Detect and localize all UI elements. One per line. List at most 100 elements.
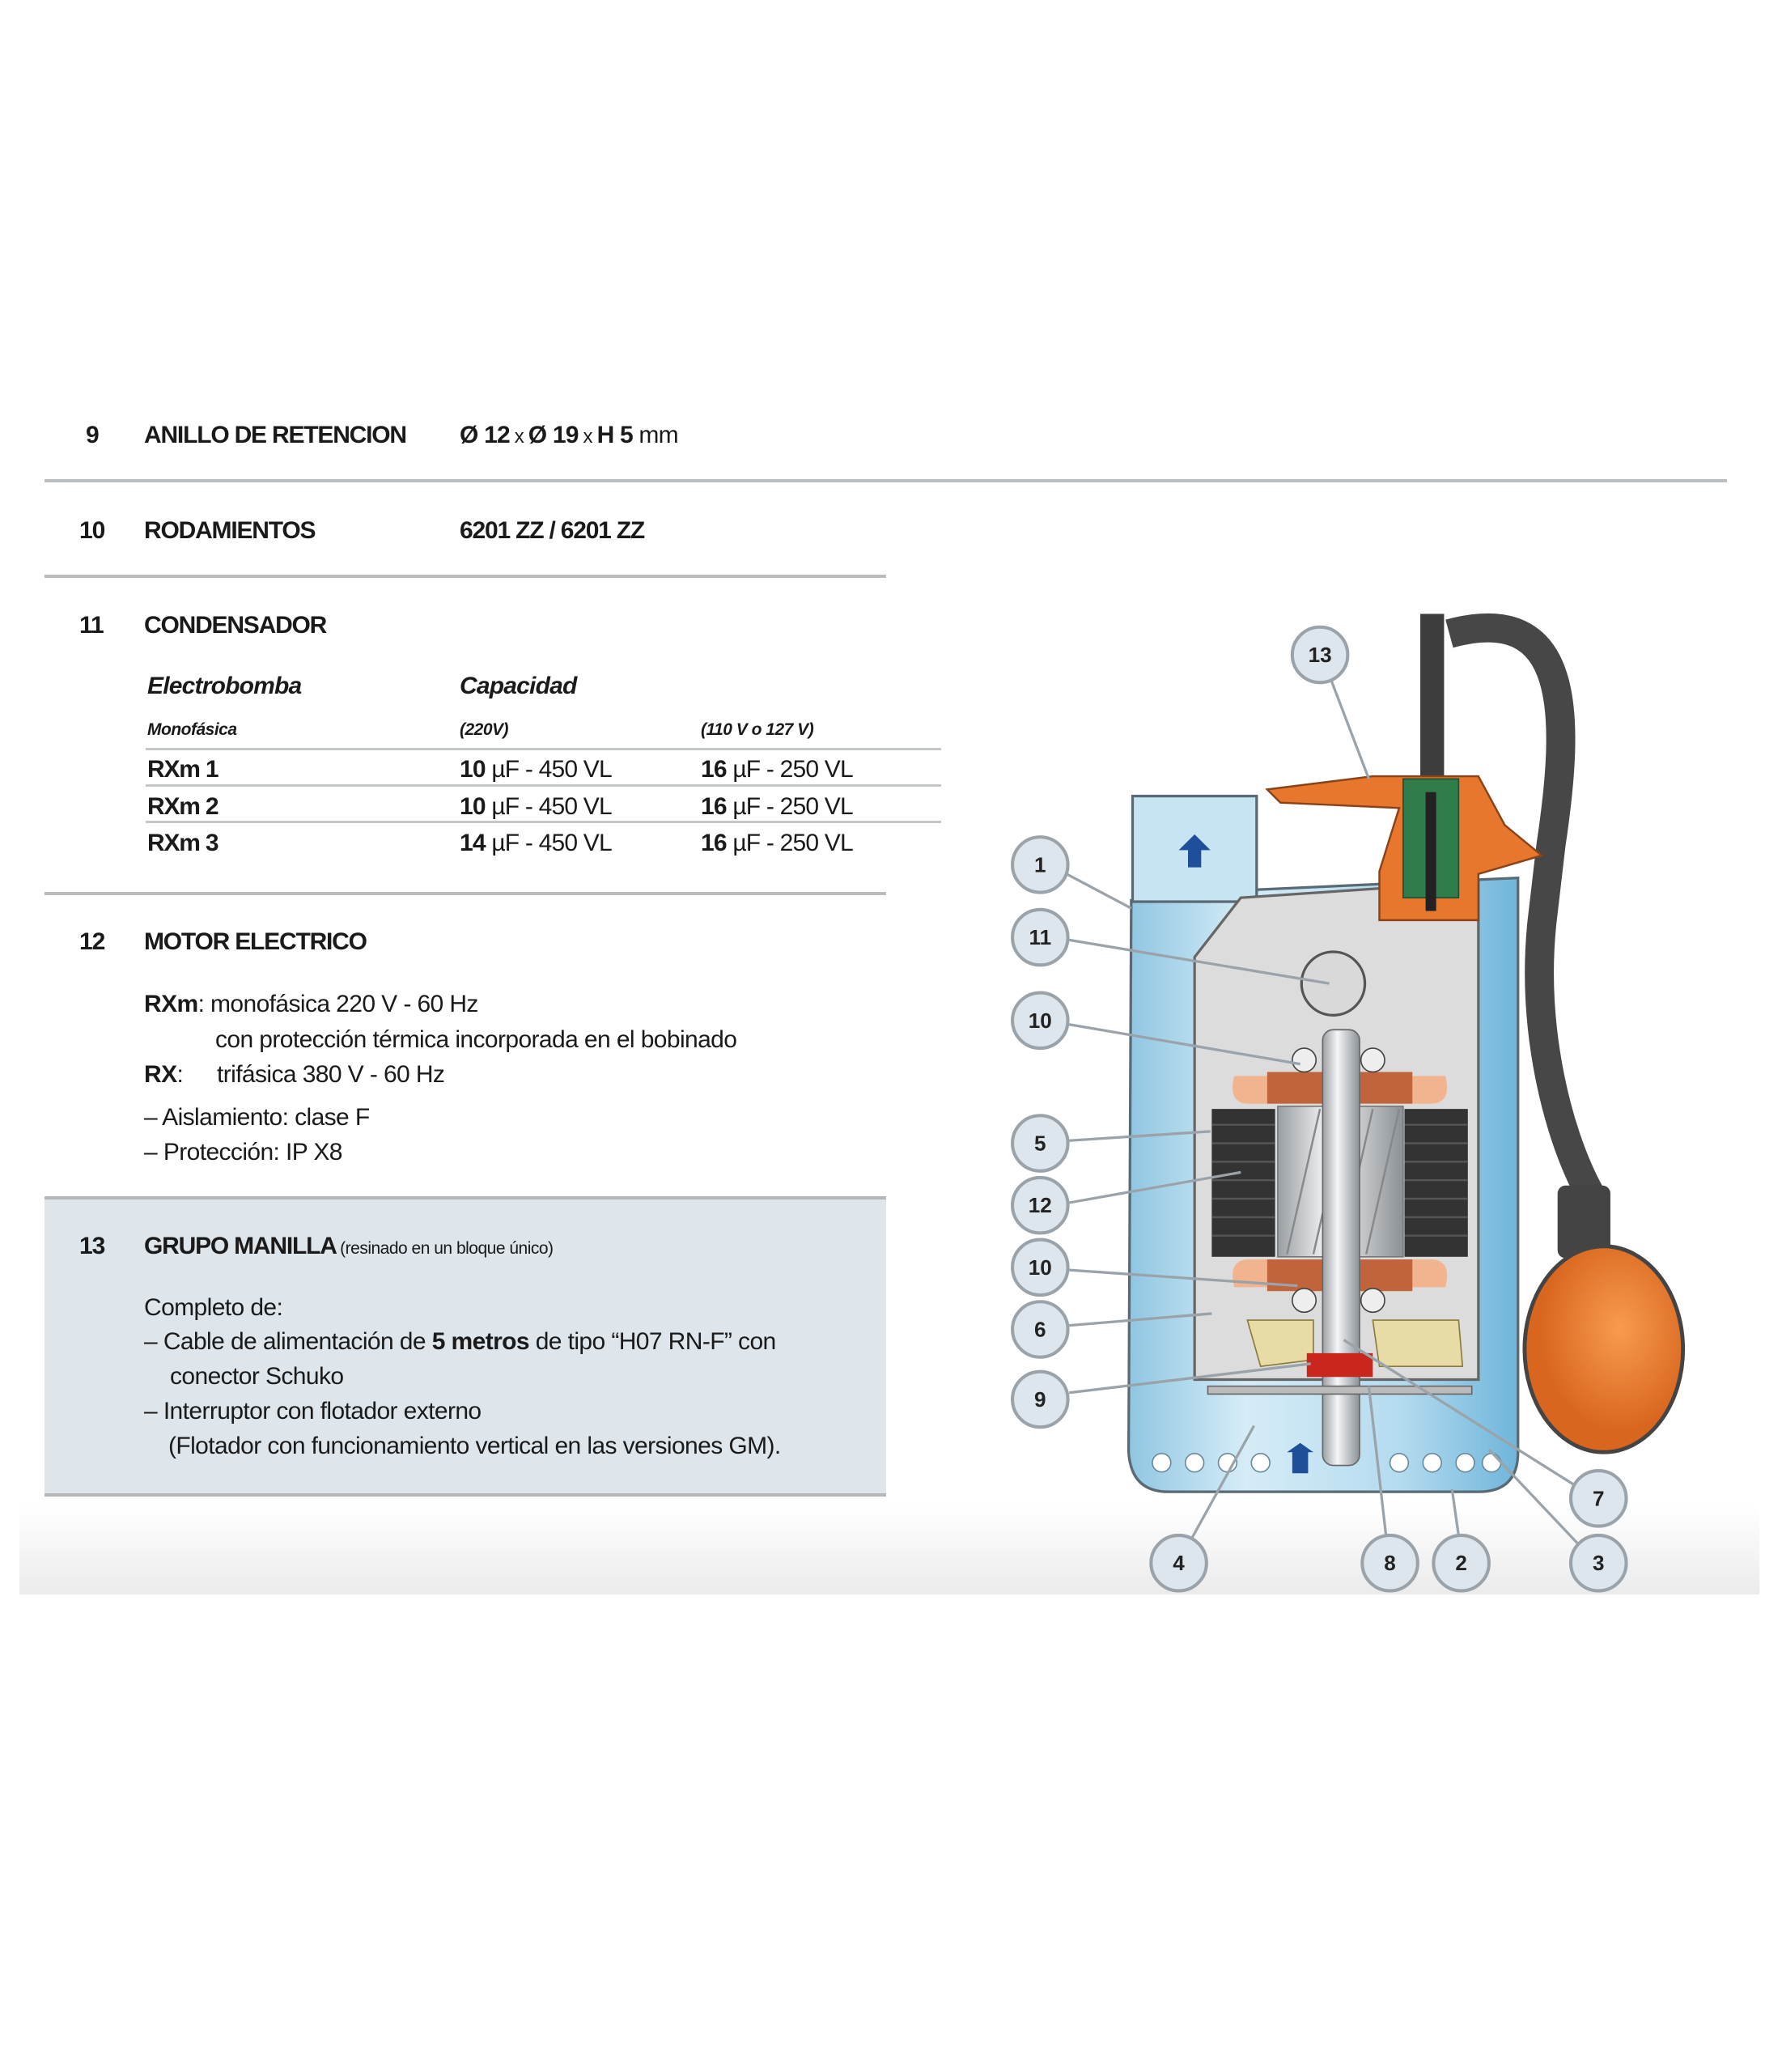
value-part: mm xyxy=(632,422,678,448)
table-divider xyxy=(146,821,941,823)
capacity-number: 10 xyxy=(460,793,486,820)
svg-text:12: 12 xyxy=(1029,1193,1052,1217)
power-cable-hose xyxy=(1445,613,1604,1202)
capacity-220-cell: 14 µF - 450 VL xyxy=(460,830,613,856)
bearing-bottom-left xyxy=(1292,1288,1317,1314)
callout-11: 11 xyxy=(1011,907,1070,967)
svg-text:1: 1 xyxy=(1034,852,1046,877)
bullet: – Protección: IP X8 xyxy=(144,1139,342,1166)
stator-right xyxy=(1404,1109,1468,1257)
callout-1: 1 xyxy=(1011,835,1070,894)
rx-label: RX: xyxy=(144,1061,184,1088)
value-part: x xyxy=(509,426,528,448)
rxm-label: RXm xyxy=(144,991,198,1017)
table-header-capacidad: Capacidad xyxy=(460,673,577,699)
model-cell: RXm 3 xyxy=(147,830,219,856)
item-number: 13 xyxy=(79,1233,105,1259)
svg-text:2: 2 xyxy=(1455,1551,1467,1575)
capacity-unit: µF - 250 VL xyxy=(726,830,853,856)
divider xyxy=(45,892,886,895)
capacity-number: 16 xyxy=(701,830,728,856)
item-number: 10 xyxy=(79,517,105,544)
arrow-up-icon xyxy=(1178,834,1211,868)
divider xyxy=(45,479,1727,482)
float-connector xyxy=(1557,1185,1610,1259)
rxm-line: RXm: monofásica 220 V - 60 Hz xyxy=(144,992,478,1017)
table-header-electrobomba: Electrobomba xyxy=(147,673,302,699)
table-sub-220v: (220V) xyxy=(460,720,509,739)
callout-leaders xyxy=(1066,677,1580,1546)
item-label: RODAMIENTOS xyxy=(144,517,316,544)
callout-4: 4 xyxy=(1149,1533,1208,1593)
rx-label-text: RX xyxy=(144,1061,177,1088)
callout-9: 9 xyxy=(1011,1369,1070,1429)
callout-7: 7 xyxy=(1568,1468,1628,1528)
svg-text:5: 5 xyxy=(1034,1132,1046,1156)
capacity-number: 16 xyxy=(701,793,728,820)
svg-text:9: 9 xyxy=(1034,1387,1046,1412)
rxm-text: : monofásica 220 V - 60 Hz xyxy=(197,991,479,1017)
text: de tipo “H07 RN-F” con xyxy=(528,1328,777,1355)
item-label: GRUPO MANILLA (resinado en un bloque úni… xyxy=(144,1234,554,1259)
rx-text: trifásica 380 V - 60 Hz xyxy=(217,1061,445,1088)
impeller-plate xyxy=(1207,1385,1473,1395)
callout-2: 2 xyxy=(1432,1533,1491,1593)
callout-3: 3 xyxy=(1568,1533,1628,1593)
svg-text:8: 8 xyxy=(1384,1551,1396,1575)
item-label-text: GRUPO MANILLA xyxy=(144,1233,337,1259)
value-part: Ø 19 xyxy=(528,422,579,448)
bullet-continuation: conector Schuko xyxy=(170,1363,344,1390)
bullet: – Aislamiento: clase F xyxy=(144,1104,370,1131)
svg-text:10: 10 xyxy=(1029,1008,1052,1033)
capacity-unit: µF - 450 VL xyxy=(485,793,612,820)
stator-left xyxy=(1211,1109,1275,1257)
text: – Cable de alimentación de xyxy=(144,1328,432,1355)
capacity-110-cell: 16 µF - 250 VL xyxy=(701,830,854,856)
callout-8: 8 xyxy=(1360,1533,1419,1593)
table-divider xyxy=(146,784,941,787)
bearing-top-right xyxy=(1360,1047,1385,1073)
callout-12: 12 xyxy=(1011,1175,1070,1235)
bullet: – Cable de alimentación de 5 metros de t… xyxy=(144,1330,776,1354)
bullet-continuation: (Flotador con funcionamiento vertical en… xyxy=(168,1433,781,1459)
svg-text:10: 10 xyxy=(1029,1255,1052,1280)
table-divider xyxy=(146,748,941,750)
item-number: 9 xyxy=(86,422,100,448)
shaft xyxy=(1322,1029,1360,1467)
item-number: 11 xyxy=(79,612,104,639)
oil-chamber-right xyxy=(1372,1319,1464,1367)
svg-text:11: 11 xyxy=(1029,925,1052,949)
callout-6: 6 xyxy=(1011,1300,1070,1359)
bearing-top-left xyxy=(1292,1047,1317,1073)
capacity-unit: µF - 450 VL xyxy=(485,830,612,856)
item-label-note: (resinado en un bloque único) xyxy=(340,1239,554,1258)
svg-text:4: 4 xyxy=(1173,1551,1185,1575)
capacity-110-cell: 16 µF - 250 VL xyxy=(701,756,854,783)
item-number: 12 xyxy=(79,928,105,955)
capacity-unit: µF - 250 VL xyxy=(726,793,853,820)
model-cell: RXm 2 xyxy=(147,793,219,820)
capacity-unit: µF - 450 VL xyxy=(485,756,612,783)
item-label: ANILLO DE RETENCION xyxy=(144,422,407,448)
callout-10: 10 xyxy=(1011,1238,1070,1297)
svg-text:7: 7 xyxy=(1593,1486,1605,1510)
item-value: 6201 ZZ / 6201 ZZ xyxy=(460,517,645,544)
divider xyxy=(45,575,886,578)
callout-5: 5 xyxy=(1011,1114,1070,1173)
arrow-inlet-icon xyxy=(1287,1442,1313,1474)
value-part: Ø 12 xyxy=(460,422,511,448)
capacity-number: 10 xyxy=(460,756,486,783)
capacitor xyxy=(1300,950,1367,1017)
mechanical-seal xyxy=(1306,1352,1373,1378)
capacity-number: 14 xyxy=(460,830,486,856)
capacity-number: 16 xyxy=(701,756,728,783)
item-13-panel xyxy=(45,1196,886,1497)
svg-text:3: 3 xyxy=(1593,1551,1605,1575)
value-part: x xyxy=(578,426,597,448)
item-label: MOTOR ELECTRICO xyxy=(144,928,367,955)
capacity-unit: µF - 250 VL xyxy=(726,756,853,783)
bearing-bottom-right xyxy=(1360,1288,1385,1314)
rxm-line-2: con protección térmica incorporada en el… xyxy=(215,1026,737,1053)
callout-13: 13 xyxy=(1290,625,1350,685)
bold-text: 5 metros xyxy=(431,1328,530,1355)
